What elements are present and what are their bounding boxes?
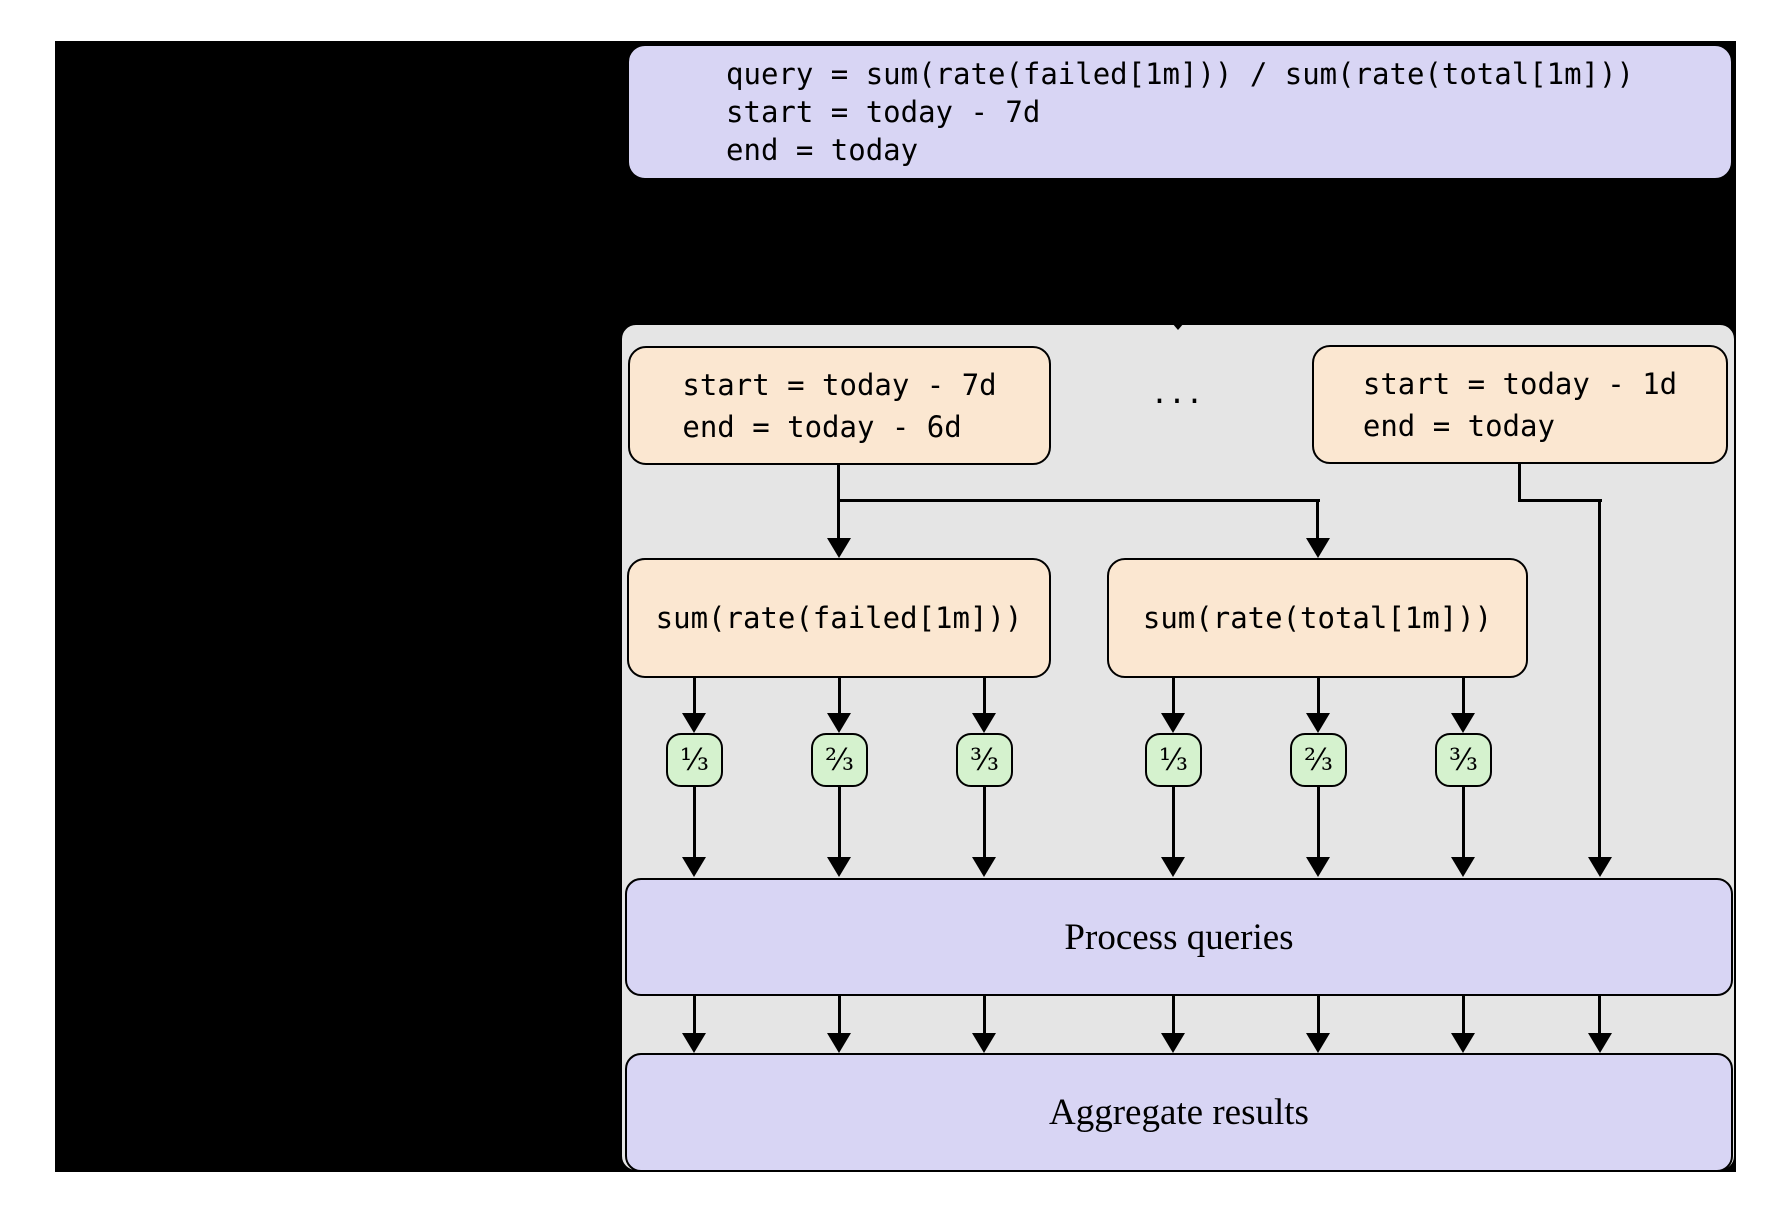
arrowhead-total-shard3 xyxy=(1451,713,1475,733)
query-end-line: end = today xyxy=(726,133,919,167)
split-last-end: end = today xyxy=(1362,408,1555,443)
arrowhead-to-failed xyxy=(827,538,851,558)
edge-process-aggregate-5 xyxy=(1317,996,1320,1034)
split-first-end: end = today - 6d xyxy=(682,409,962,444)
split-last-start: start = today - 1d xyxy=(1362,366,1678,401)
arrowhead-process-aggregate-5 xyxy=(1306,1033,1330,1053)
arrowhead-shard4-process xyxy=(1161,857,1185,877)
edge-failed-shard1 xyxy=(693,678,696,714)
arrowhead-to-total xyxy=(1306,538,1330,558)
arrowhead-process-aggregate-2 xyxy=(827,1033,851,1053)
edge-process-aggregate-4 xyxy=(1172,996,1175,1034)
edge-total-shard1 xyxy=(1172,678,1175,714)
split-first-box: start = today - 7d end = today - 6d xyxy=(628,346,1051,465)
edge-shard5-process xyxy=(1317,787,1320,858)
arrowhead-last-to-process xyxy=(1588,857,1612,877)
subquery-total-box: sum(rate(total[1m])) xyxy=(1107,558,1528,678)
edge-first-split-down xyxy=(837,465,840,501)
shard-failed-1: ¹⁄₃ xyxy=(666,733,723,787)
arrowhead-shard2-process xyxy=(827,857,851,877)
arrowhead-process-aggregate-6 xyxy=(1451,1033,1475,1053)
aggregate-results-label: Aggregate results xyxy=(1049,1092,1309,1133)
arrowhead-shard6-process xyxy=(1451,857,1475,877)
shard-failed-2: ²⁄₃ xyxy=(811,733,868,787)
shard-total-3: ³⁄₃ xyxy=(1435,733,1492,787)
edge-process-aggregate-2 xyxy=(838,996,841,1034)
subquery-total-text: sum(rate(total[1m])) xyxy=(1142,601,1493,635)
edge-shard3-process xyxy=(983,787,986,858)
edge-shard1-process xyxy=(693,787,696,858)
shard-failed-3: ³⁄₃ xyxy=(956,733,1013,787)
split-first-start: start = today - 7d xyxy=(682,367,997,402)
shard-total-2: ²⁄₃ xyxy=(1290,733,1347,787)
edge-split-horizontal xyxy=(837,499,1320,502)
query-box: query = sum(rate(failed[1m])) / sum(rate… xyxy=(627,44,1733,180)
aggregate-results-bar: Aggregate results xyxy=(625,1053,1733,1172)
edge-shard4-process xyxy=(1172,787,1175,858)
edge-last-split-down xyxy=(1518,464,1521,502)
arrowhead-process-aggregate-4 xyxy=(1161,1033,1185,1053)
edge-last-split-vertical xyxy=(1598,499,1601,859)
edge-failed-shard2 xyxy=(838,678,841,714)
arrowhead-total-shard1 xyxy=(1161,713,1185,733)
subquery-failed-box: sum(rate(failed[1m])) xyxy=(627,558,1051,678)
arrowhead-failed-shard1 xyxy=(682,713,706,733)
arrowhead-shard5-process xyxy=(1306,857,1330,877)
arrowhead-process-aggregate-1 xyxy=(682,1033,706,1053)
edge-process-aggregate-6 xyxy=(1462,996,1465,1034)
query-box-text: query = sum(rate(failed[1m])) / sum(rate… xyxy=(726,55,1634,169)
arrowhead-query-to-panel xyxy=(1172,323,1184,330)
split-last-text: start = today - 1d end = today xyxy=(1363,363,1677,447)
arrowhead-process-aggregate-3 xyxy=(972,1033,996,1053)
edge-total-shard3 xyxy=(1462,678,1465,714)
edge-process-aggregate-7 xyxy=(1598,996,1601,1034)
edge-process-aggregate-1 xyxy=(693,996,696,1034)
subquery-failed-text: sum(rate(failed[1m])) xyxy=(655,601,1023,635)
process-queries-bar: Process queries xyxy=(625,878,1733,996)
arrowhead-failed-shard3 xyxy=(972,713,996,733)
edge-to-total-shaft xyxy=(1316,499,1319,539)
edge-shard6-process xyxy=(1462,787,1465,858)
edge-to-failed-shaft xyxy=(837,499,840,539)
splits-ellipsis: ... xyxy=(1150,376,1204,410)
process-queries-label: Process queries xyxy=(1064,916,1294,958)
arrowhead-shard3-process xyxy=(972,857,996,877)
edge-total-shard2 xyxy=(1317,678,1320,714)
query-start-line: start = today - 7d xyxy=(726,95,1041,129)
arrowhead-total-shard2 xyxy=(1306,713,1330,733)
edge-failed-shard3 xyxy=(983,678,986,714)
edge-last-split-horizontal xyxy=(1518,499,1602,502)
edge-process-aggregate-3 xyxy=(983,996,986,1034)
arrowhead-failed-shard2 xyxy=(827,713,851,733)
query-line: query = sum(rate(failed[1m])) / sum(rate… xyxy=(726,57,1634,91)
edge-shard2-process xyxy=(838,787,841,858)
arrowhead-process-aggregate-7 xyxy=(1588,1033,1612,1053)
arrowhead-shard1-process xyxy=(682,857,706,877)
split-last-box: start = today - 1d end = today xyxy=(1312,345,1728,464)
split-first-text: start = today - 7d end = today - 6d xyxy=(682,364,996,448)
shard-total-1: ¹⁄₃ xyxy=(1145,733,1202,787)
